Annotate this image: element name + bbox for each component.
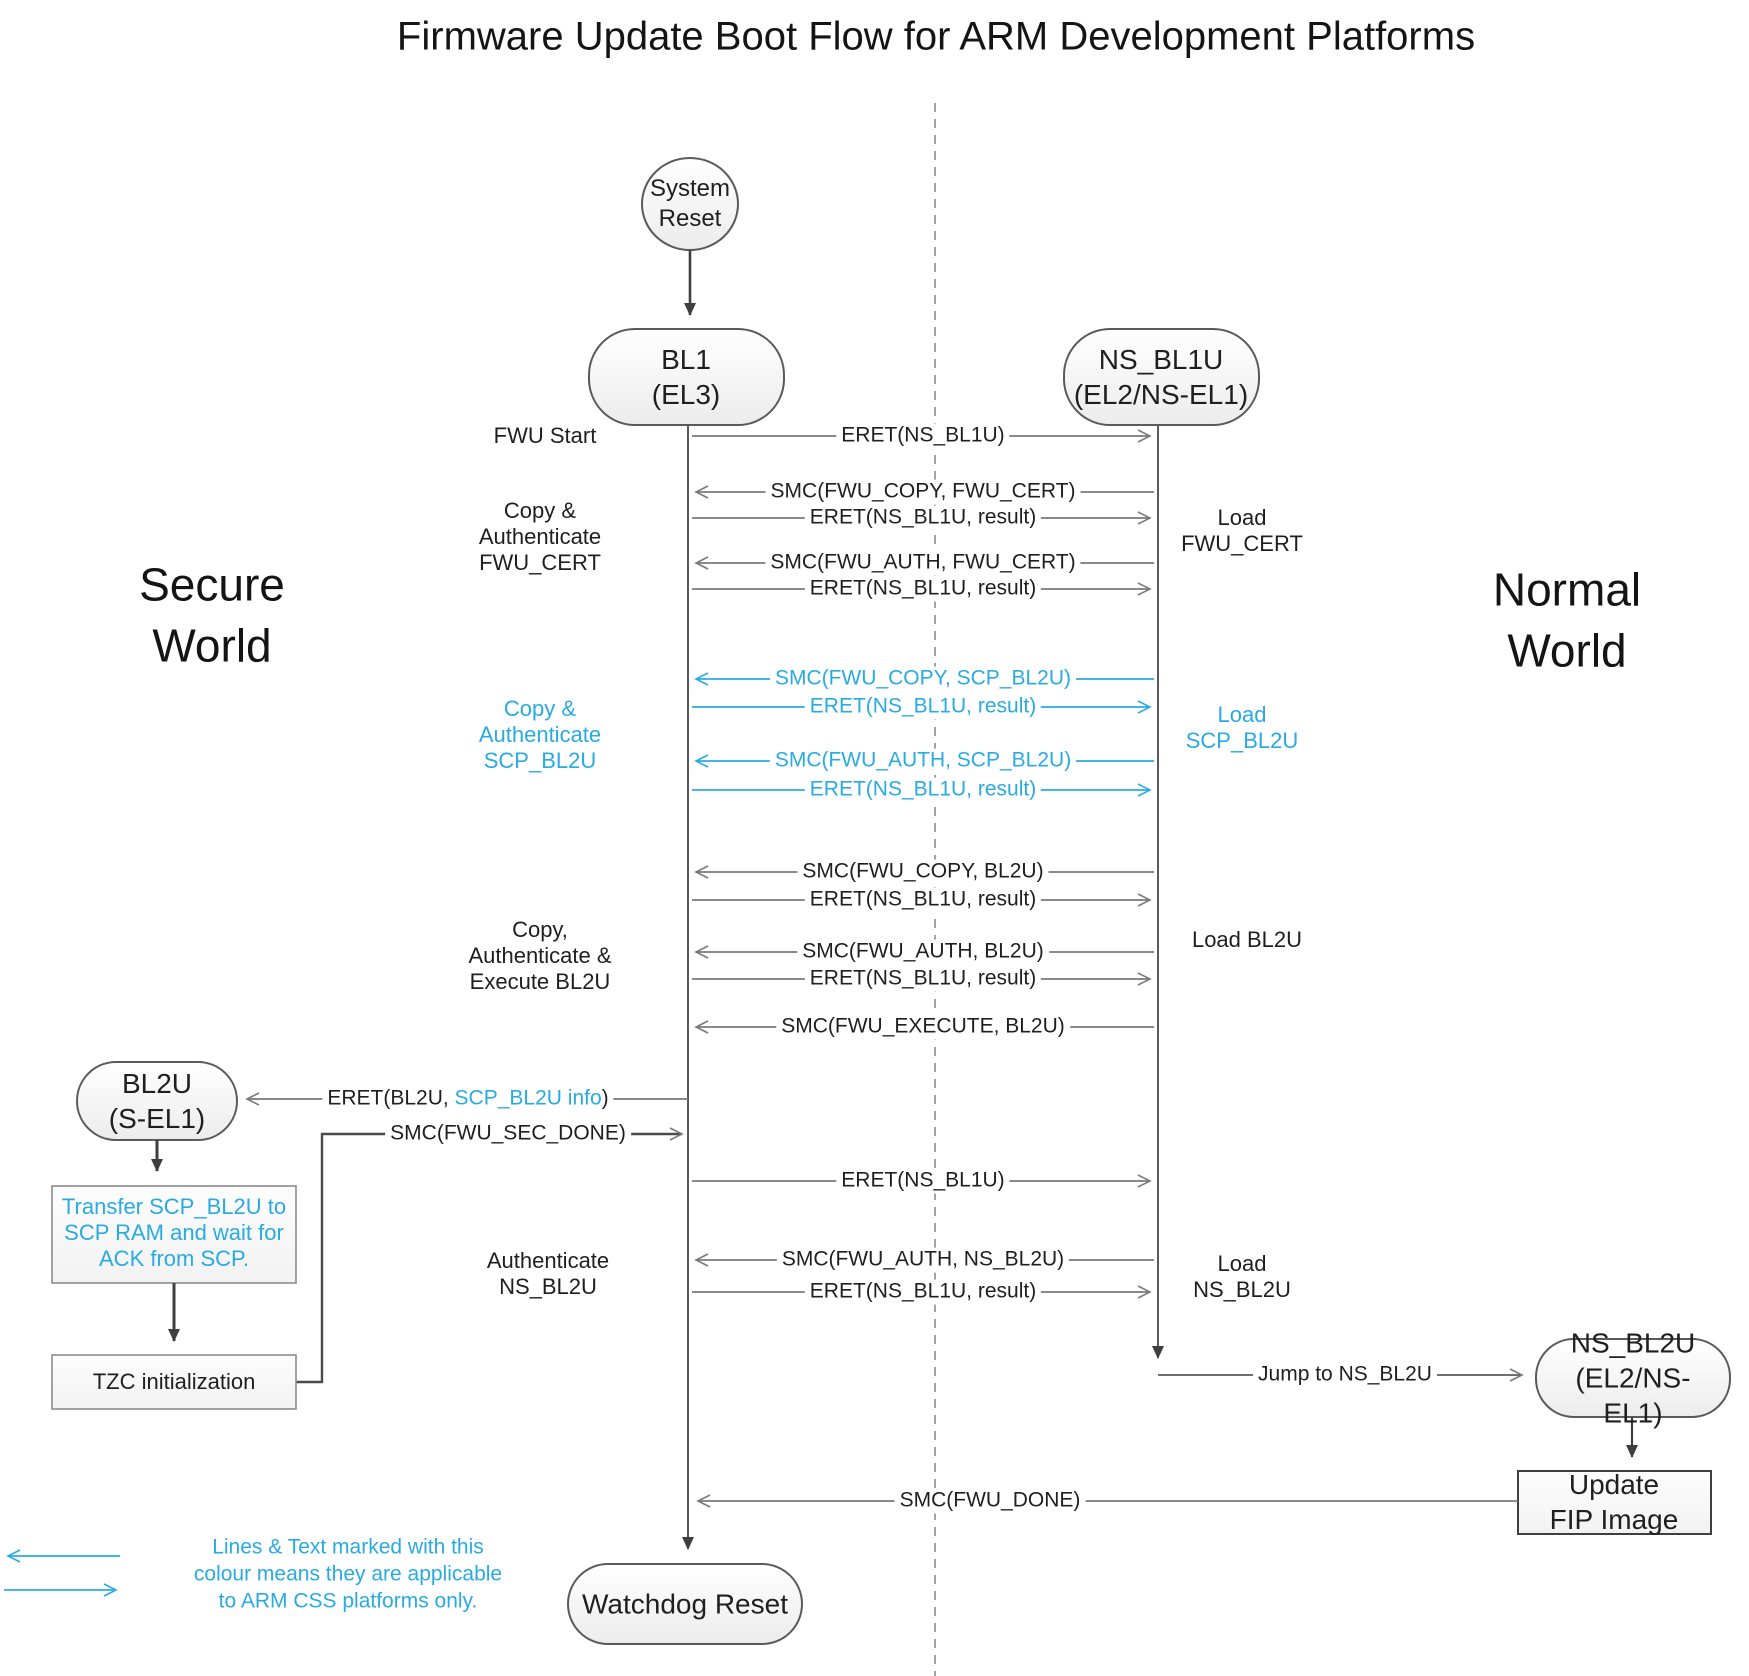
- msg-smc-fwu-copy-bl2u: SMC(FWU_COPY, BL2U): [797, 859, 1049, 885]
- msg-eret-ns-bl1u: ERET(NS_BL1U): [836, 1168, 1010, 1194]
- msg-smc-fwu-auth-bl2u: SMC(FWU_AUTH, BL2U): [797, 939, 1049, 965]
- msg-jump-to-ns-bl2u: Jump to NS_BL2U: [1253, 1362, 1437, 1388]
- msg-eret-ns-bl1u: ERET(NS_BL1U): [836, 423, 1010, 449]
- label-load-bl2u: Load BL2U: [1191, 927, 1303, 953]
- label-copy-auth-fwu-cert: Copy & Authenticate FWU_CERT: [478, 498, 602, 575]
- msg-eret-bl2u-scp-info: ERET(BL2U, SCP_BL2U info): [322, 1086, 614, 1112]
- label-authenticate-ns-bl2u: Authenticate NS_BL2U: [486, 1248, 610, 1299]
- msg-smc-fwu-auth-ns-bl2u: SMC(FWU_AUTH, NS_BL2U): [776, 1247, 1070, 1273]
- ns-bl1u-label: NS_BL1U (EL2/NS-EL1): [1073, 344, 1249, 410]
- msg-smc-fwu-done: SMC(FWU_DONE): [894, 1488, 1086, 1514]
- msg-smc-fwu-copy-fwu-cert: SMC(FWU_COPY, FWU_CERT): [765, 479, 1081, 505]
- msg-eret-result-css: ERET(NS_BL1U, result): [804, 694, 1042, 720]
- update-fip-image-box: [1517, 1470, 1712, 1535]
- bl1-label: BL1 (EL3): [651, 344, 721, 410]
- watchdog-reset-label: Watchdog Reset: [582, 1588, 788, 1620]
- ns-bl2u-label: NS_BL2U (EL2/NS-EL1): [1570, 1327, 1696, 1429]
- msg-smc-fwu-auth-fwu-cert: SMC(FWU_AUTH, FWU_CERT): [765, 550, 1081, 576]
- tzc-initialization-label: TZC initialization: [92, 1369, 256, 1395]
- normal-world-label: Normal World: [1492, 563, 1642, 676]
- msg-smc-fwu-sec-done: SMC(FWU_SEC_DONE): [385, 1121, 631, 1147]
- bl2u-label: BL2U (S-EL1): [108, 1068, 206, 1134]
- msg-smc-fwu-execute-bl2u: SMC(FWU_EXECUTE, BL2U): [776, 1014, 1070, 1040]
- msg-smc-fwu-auth-scp-bl2u: SMC(FWU_AUTH, SCP_BL2U): [769, 748, 1077, 774]
- msg-smc-fwu-copy-scp-bl2u: SMC(FWU_COPY, SCP_BL2U): [769, 666, 1077, 692]
- msg-eret-result: ERET(NS_BL1U, result): [804, 1279, 1042, 1305]
- ns-bl1u-node: [1063, 328, 1260, 426]
- label-copy-auth-exec-bl2u: Copy, Authenticate & Execute BL2U: [468, 917, 612, 994]
- transfer-scp-bl2u-label: Transfer SCP_BL2U to SCP RAM and wait fo…: [61, 1194, 287, 1271]
- secure-world-label: Secure World: [139, 558, 285, 671]
- msg-eret-bl2u-suffix: ): [601, 1086, 609, 1110]
- msg-eret-result: ERET(NS_BL1U, result): [804, 966, 1042, 992]
- label-load-ns-bl2u: Load NS_BL2U: [1193, 1251, 1291, 1302]
- legend-note: Lines & Text marked with this colour mea…: [193, 1535, 503, 1613]
- msg-eret-result: ERET(NS_BL1U, result): [804, 505, 1042, 531]
- watchdog-reset-node: [567, 1563, 803, 1645]
- label-fwu-start: FWU Start: [488, 423, 602, 449]
- update-fip-image-label: Update FIP Image: [1549, 1469, 1679, 1535]
- msg-eret-bl2u-accent: SCP_BL2U info: [454, 1086, 602, 1110]
- system-reset-label: System Reset: [649, 175, 731, 232]
- transfer-scp-bl2u-box: [51, 1185, 297, 1284]
- tzc-initialization-box: [51, 1354, 297, 1410]
- msg-eret-result: ERET(NS_BL1U, result): [804, 576, 1042, 602]
- label-load-scp-bl2u: Load SCP_BL2U: [1185, 702, 1299, 753]
- label-copy-auth-scp-bl2u: Copy & Authenticate SCP_BL2U: [478, 696, 602, 773]
- msg-eret-result-css: ERET(NS_BL1U, result): [804, 777, 1042, 803]
- bl1-node: [588, 328, 785, 426]
- page-title: Firmware Update Boot Flow for ARM Develo…: [396, 14, 1476, 59]
- msg-eret-result: ERET(NS_BL1U, result): [804, 887, 1042, 913]
- msg-eret-bl2u-prefix: ERET(BL2U,: [327, 1086, 455, 1110]
- label-load-fwu-cert: Load FWU_CERT: [1181, 505, 1303, 556]
